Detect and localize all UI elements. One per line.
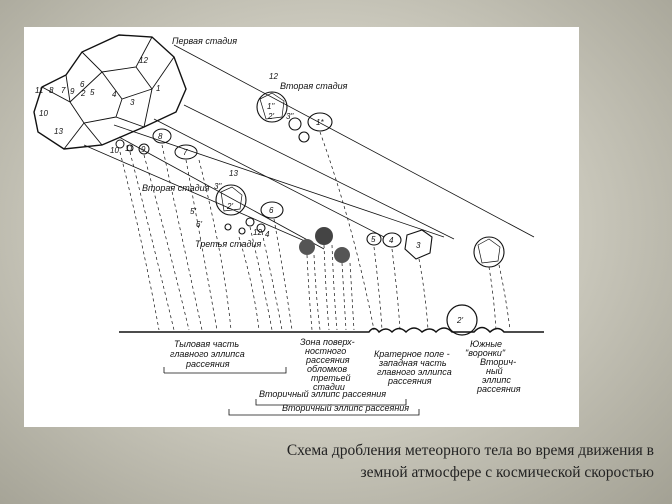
fragment-number: 1* bbox=[316, 118, 324, 127]
zone-label-line: "воронки" bbox=[465, 348, 506, 358]
fragment-number: 5 bbox=[371, 235, 376, 244]
caption-line-1: Схема дробления метеорного тела во время… bbox=[286, 442, 654, 459]
zone-brackets bbox=[163, 367, 420, 416]
fragment-number: 10 bbox=[110, 146, 119, 155]
zone-label-line: Кратерное поле - bbox=[374, 349, 450, 359]
zone-label-secondary-1: Вторичный эллипс рассеяния bbox=[259, 389, 386, 399]
caption-line-2: земной атмосфере с космической скоростью bbox=[360, 464, 654, 481]
zone-label-scatter: Зона поверх- ностного рассеяния обломков… bbox=[300, 337, 355, 392]
zone-label-line: рассеяния bbox=[476, 384, 521, 394]
fragment-number: 5 bbox=[90, 88, 95, 97]
zone-label-line: эллипс bbox=[482, 375, 511, 385]
fragment-number: 8 bbox=[49, 86, 54, 95]
zone-label-line: обломков bbox=[307, 364, 347, 374]
fragment-number: 4 bbox=[389, 236, 394, 245]
fragment-number: 12 bbox=[269, 72, 278, 81]
fragment-number: 11 bbox=[125, 144, 133, 153]
zone-label-line: рассеяния bbox=[387, 376, 432, 386]
third-stage-cluster bbox=[215, 184, 284, 235]
zone-label-line: Южные bbox=[470, 339, 502, 349]
zone-label-line: западная часть bbox=[378, 358, 447, 368]
fragment-number: 3" bbox=[286, 112, 294, 121]
fragment-number: 11 bbox=[35, 86, 43, 95]
fragment-number: 2' bbox=[226, 202, 233, 211]
fragment-number: 1" bbox=[267, 102, 275, 111]
label-first-stage: Первая стадия bbox=[172, 36, 237, 46]
fragment-number: 6 bbox=[269, 206, 274, 215]
zone-label-line: Вторич- bbox=[480, 357, 516, 367]
trajectory-lines bbox=[83, 44, 535, 250]
fragment-number: 13 bbox=[229, 169, 238, 178]
main-meteor-body bbox=[33, 34, 187, 150]
ground-line bbox=[119, 326, 544, 334]
fragment-number: 8 bbox=[158, 132, 163, 141]
fragment-number: 4 bbox=[265, 230, 270, 239]
second-stage-cluster bbox=[256, 91, 333, 143]
fragment-number: 6' bbox=[196, 220, 202, 229]
fragment-number: 2' bbox=[456, 316, 463, 325]
fragment-number: 7 bbox=[61, 86, 66, 95]
zone-label-line: третьей bbox=[311, 373, 351, 383]
zone-label-line: ный bbox=[486, 366, 503, 376]
zone-label-line: главного эллипса bbox=[170, 349, 245, 359]
zone-label-line: стадии bbox=[313, 382, 345, 392]
slide-caption: Схема дробления метеорного тела во время… bbox=[184, 440, 654, 484]
zone-label-south: Южные "воронки" Вторич- ный эллипс рассе… bbox=[465, 339, 521, 394]
fragment-number: 4 bbox=[112, 90, 117, 99]
fragment-number: 12 bbox=[253, 228, 262, 237]
fragmentation-diagram: Первая стадия Вторая стадия Вторая стади… bbox=[33, 34, 544, 416]
fragment-number: 2 bbox=[80, 89, 86, 98]
fragment-number: 6 bbox=[80, 80, 85, 89]
fragment-number: 5' bbox=[190, 207, 196, 216]
fragment-number: 12 bbox=[139, 56, 148, 65]
fragment-number: 2' bbox=[267, 112, 274, 121]
diagram-panel: Первая стадия Вторая стадия Вторая стади… bbox=[24, 27, 579, 427]
fragment-row bbox=[115, 128, 198, 160]
falling-fragments bbox=[366, 229, 505, 268]
zone-label-line: ностного bbox=[305, 346, 346, 356]
fragment-number: 13 bbox=[54, 127, 63, 136]
debris-clusters bbox=[299, 227, 478, 336]
zone-label-secondary-2: Вторичный эллипс рассеяния bbox=[282, 403, 409, 413]
fragment-number: 9 bbox=[70, 87, 75, 96]
fragment-number: 3" bbox=[214, 182, 222, 191]
label-second-stage-lower: Вторая стадия bbox=[142, 183, 210, 193]
zone-label-crater: Кратерное поле - западная часть главного… bbox=[374, 349, 452, 386]
fragment-number: 3 bbox=[416, 241, 421, 250]
zone-label-tail: Тыловая часть главного эллипса рассеяния bbox=[170, 339, 245, 369]
zone-label-line: рассеяния bbox=[305, 355, 350, 365]
zone-label-line: Зона поверх- bbox=[300, 337, 355, 347]
fragment-number: 3 bbox=[130, 98, 135, 107]
fragment-number: 7 bbox=[183, 148, 188, 157]
fragment-number: 10 bbox=[39, 109, 48, 118]
fragment-number: 1 bbox=[156, 84, 160, 93]
fragment-number: 9 bbox=[141, 145, 146, 154]
label-third-stage: Третья стадия bbox=[195, 239, 262, 249]
zone-label-line: Тыловая часть bbox=[174, 339, 239, 349]
zone-label-line: главного эллипса bbox=[377, 367, 452, 377]
fall-trajectories bbox=[119, 131, 511, 331]
zone-label-line: рассеяния bbox=[185, 359, 230, 369]
label-second-stage-upper: Вторая стадия bbox=[280, 81, 348, 91]
